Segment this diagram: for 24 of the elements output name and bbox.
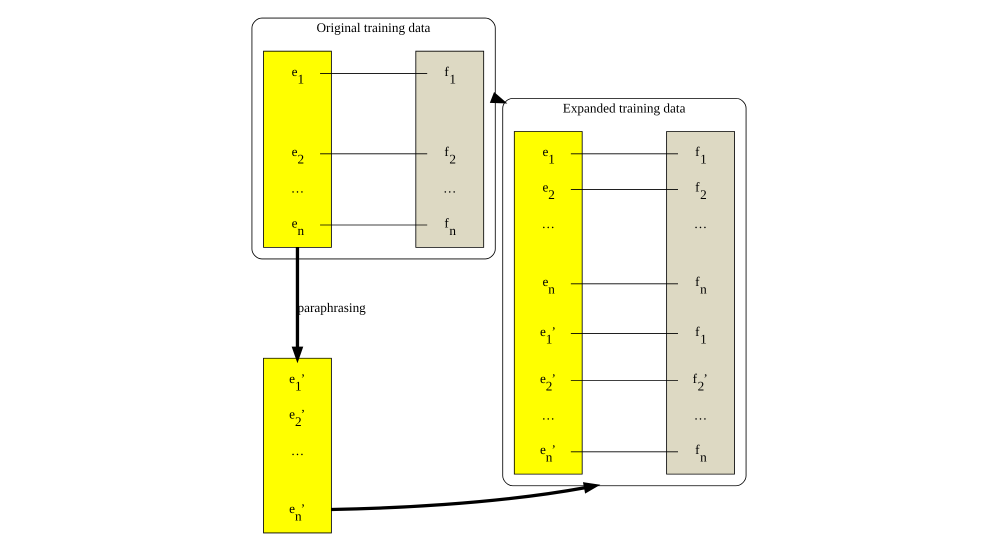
cluster bbox=[263, 50, 332, 248]
node-text: … bbox=[542, 407, 555, 422]
connector bbox=[320, 153, 428, 154]
node-text: … bbox=[694, 407, 708, 422]
node-text: … bbox=[443, 180, 456, 196]
connector bbox=[570, 189, 678, 190]
connector bbox=[570, 153, 678, 154]
cluster bbox=[415, 50, 484, 248]
connector bbox=[570, 380, 678, 382]
cluster bbox=[263, 358, 332, 534]
node-text: … bbox=[290, 180, 304, 196]
connector bbox=[570, 451, 678, 452]
node-text: … bbox=[694, 216, 708, 232]
node-text: … bbox=[542, 216, 555, 232]
edge-label: paraphrasing bbox=[297, 300, 366, 315]
node-text: … bbox=[290, 442, 304, 458]
cluster bbox=[666, 131, 735, 475]
connector bbox=[570, 283, 678, 284]
cluster bbox=[514, 131, 583, 475]
connector bbox=[320, 73, 428, 74]
connector bbox=[320, 224, 428, 226]
connector bbox=[570, 333, 678, 334]
arrow bbox=[292, 247, 304, 364]
arrow bbox=[331, 482, 600, 512]
